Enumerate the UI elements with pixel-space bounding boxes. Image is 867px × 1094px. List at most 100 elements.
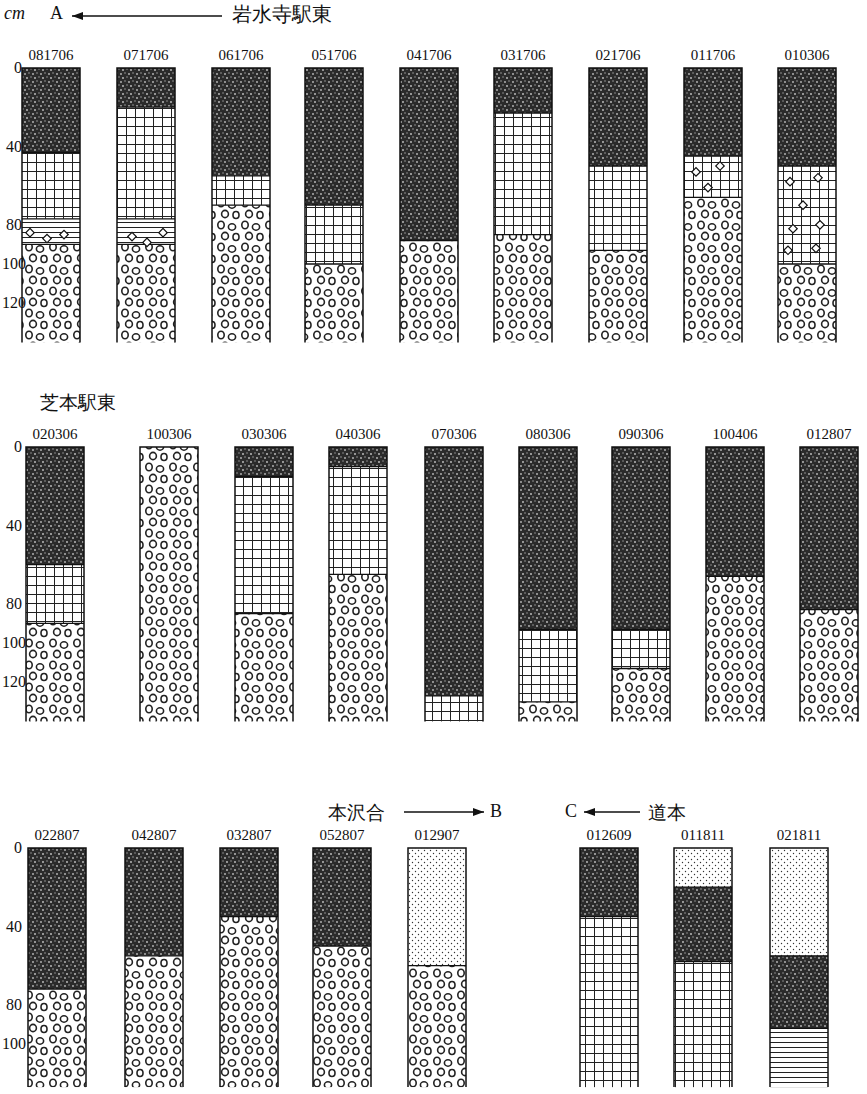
stratum-gravel: [305, 264, 363, 342]
stratum-gravel: [125, 956, 183, 1087]
mineral-diamond: [784, 246, 792, 254]
layer-boundary: [22, 152, 80, 153]
stratum-dark: [800, 447, 858, 610]
column-outline: [684, 68, 742, 342]
stratum-dark: [28, 848, 86, 989]
stratum-grid: [425, 696, 483, 721]
mineral-diamond: [716, 162, 724, 170]
column-outline: [408, 848, 466, 1087]
layer-boundary: [674, 887, 732, 888]
column-id: 100406: [713, 426, 758, 443]
column-outline: [494, 68, 552, 342]
stratum-gravel: [28, 989, 86, 1087]
column-outline: [770, 848, 828, 1087]
layer-boundary: [329, 574, 387, 575]
layer-boundary: [125, 955, 183, 956]
depth-tick: 0: [14, 839, 22, 857]
stratum-dark: [425, 447, 483, 696]
column-outline: [329, 447, 387, 721]
layer-boundary: [212, 205, 270, 206]
stratum-gravel: [800, 610, 858, 722]
column-id: 061706: [219, 47, 264, 64]
column-outline: [305, 68, 363, 342]
layer-boundary: [313, 945, 371, 946]
stratum-hlines: [770, 1028, 828, 1087]
layer-boundary: [800, 609, 858, 610]
stratum-dark: [684, 68, 742, 156]
stratum-dark: [212, 68, 270, 176]
direction-arrow-line: [404, 811, 484, 813]
column-id: 090306: [619, 426, 664, 443]
stratum-gravel: [706, 576, 764, 721]
stratum-dark: [770, 956, 828, 1029]
stratum-grid: [235, 476, 293, 613]
column-outline: [212, 68, 270, 342]
column-outline: [117, 68, 175, 342]
layer-boundary: [26, 623, 84, 624]
stratum-grid: [117, 107, 175, 219]
stratum-dark: [519, 447, 577, 629]
column-outline: [706, 447, 764, 721]
stratum-dark: [22, 68, 80, 152]
mineral-diamond: [786, 177, 794, 185]
column-id: 071706: [124, 47, 169, 64]
stratum-dots: [770, 848, 828, 956]
stratum-gravel: [26, 623, 84, 721]
column-id: 040306: [336, 426, 381, 443]
end-letter: A: [50, 4, 63, 24]
layer-boundary: [235, 476, 293, 477]
layer-boundary: [305, 205, 363, 206]
layer-boundary: [612, 629, 670, 630]
layer-boundary: [674, 961, 732, 962]
end-letter: C: [565, 802, 577, 822]
depth-tick: 80: [6, 996, 22, 1014]
layer-boundary: [580, 916, 638, 917]
layer-boundary: [212, 175, 270, 176]
stratum-gravel: [778, 264, 836, 342]
direction-arrow-head: [473, 808, 484, 816]
column-id: 010306: [785, 47, 830, 64]
stratum-dark: [400, 68, 458, 240]
depth-tick: 100: [2, 634, 26, 652]
depth-tick: 100: [2, 255, 26, 273]
layer-boundary: [706, 576, 764, 577]
column-id: 021811: [777, 827, 821, 844]
column-outline: [400, 68, 458, 342]
stratum-gravel: [519, 702, 577, 722]
layer-boundary: [612, 668, 670, 669]
column-id: 012807: [807, 426, 852, 443]
stratum-grid: [778, 166, 836, 264]
mineral-diamond: [43, 234, 51, 242]
mineral-diamond: [143, 238, 151, 246]
layer-boundary: [519, 701, 577, 702]
stratum-dark: [329, 447, 387, 467]
direction-arrow-head: [584, 808, 595, 816]
stratum-grid: [22, 152, 80, 219]
column-outline: [612, 447, 670, 721]
column-id: 011706: [691, 47, 735, 64]
stratum-grid: [612, 629, 670, 668]
layer-boundary: [494, 112, 552, 113]
column-id: 011811: [681, 827, 725, 844]
column-outline: [674, 848, 732, 1087]
place-name: 岩水寺駅東: [232, 3, 332, 25]
column-outline: [28, 848, 86, 1087]
stratum-hlines: [22, 219, 80, 244]
column-outline: [26, 447, 84, 721]
mineral-diamond: [60, 230, 68, 238]
stratum-gravel: [612, 668, 670, 721]
place-name: 芝本駅東: [40, 392, 116, 413]
layer-boundary: [684, 197, 742, 198]
column-outline: [425, 447, 483, 721]
layer-boundary: [117, 218, 175, 219]
stratum-dark: [706, 447, 764, 576]
layer-boundary: [589, 165, 647, 166]
column-id: 012609: [587, 827, 632, 844]
direction-arrow-line: [72, 15, 222, 17]
column-outline: [800, 447, 858, 721]
layer-boundary: [117, 107, 175, 108]
stratum-gravel: [212, 205, 270, 342]
stratum-dark: [117, 68, 175, 107]
stratum-grid: [26, 565, 84, 624]
stratum-gravel: [684, 197, 742, 342]
